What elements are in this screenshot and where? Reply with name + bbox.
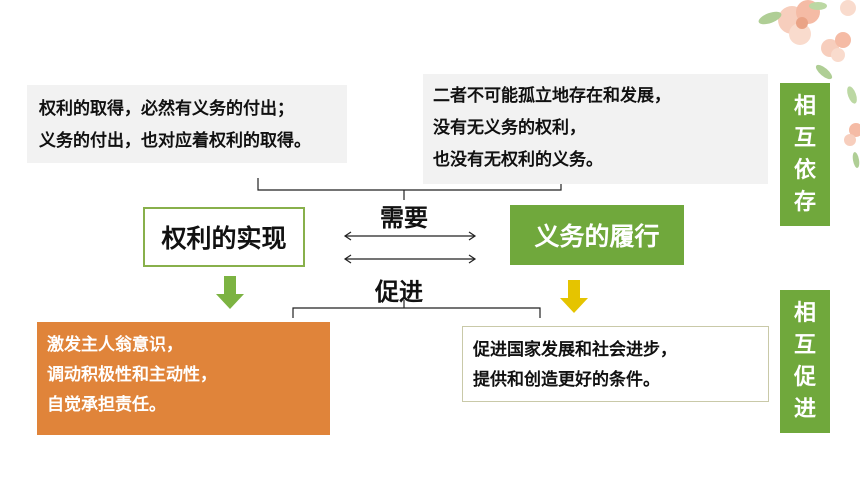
duties-fulfillment-box: 义务的履行: [510, 205, 684, 265]
promote-label: 促进: [375, 278, 423, 306]
tag-char: 促: [793, 364, 816, 390]
note-line: 权利的取得，必然有义务的付出；: [39, 99, 294, 119]
double-arrow-promote: [343, 254, 477, 264]
rights-effect-box: 激发主人翁意识， 调动积极性和主动性， 自觉承担责任。: [37, 322, 330, 435]
tag-char: 存: [793, 189, 816, 215]
note-line: 也没有无权利的义务。: [433, 150, 603, 170]
effect-line: 自觉承担责任。: [47, 395, 166, 415]
interdependence-note: 二者不可能孤立地存在和发展， 没有无义务的权利， 也没有无权利的义务。: [423, 74, 768, 184]
bottom-bracket: [292, 300, 541, 318]
mutual-dependence-tag: 相 互 依 存: [780, 83, 830, 226]
duties-effect-box: 促进国家发展和社会进步， 提供和创造更好的条件。: [462, 326, 769, 402]
effect-line: 提供和创造更好的条件。: [473, 370, 660, 390]
note-line: 义务的付出，也对应着权利的取得。: [39, 131, 311, 151]
tag-char: 相: [793, 300, 816, 326]
tag-char: 相: [793, 93, 816, 119]
yellow-down-arrow: [560, 280, 588, 313]
tag-char: 互: [793, 125, 816, 151]
effect-line: 激发主人翁意识，: [47, 335, 183, 355]
effect-line: 促进国家发展和社会进步，: [473, 340, 677, 360]
green-down-arrow: [216, 276, 244, 309]
mutual-promotion-tag: 相 互 促 进: [780, 290, 830, 433]
need-label: 需要: [380, 204, 428, 232]
rights-duties-note: 权利的取得，必然有义务的付出； 义务的付出，也对应着权利的取得。: [27, 85, 347, 163]
note-line: 二者不可能孤立地存在和发展，: [433, 86, 671, 106]
effect-line: 调动积极性和主动性，: [47, 365, 217, 385]
tag-char: 依: [793, 157, 816, 183]
double-arrow-need: [343, 231, 477, 241]
top-bracket: [257, 178, 562, 200]
tag-char: 进: [793, 396, 816, 422]
tag-char: 互: [793, 332, 816, 358]
rights-realization-box: 权利的实现: [143, 207, 305, 267]
note-line: 没有无义务的权利，: [433, 118, 586, 138]
